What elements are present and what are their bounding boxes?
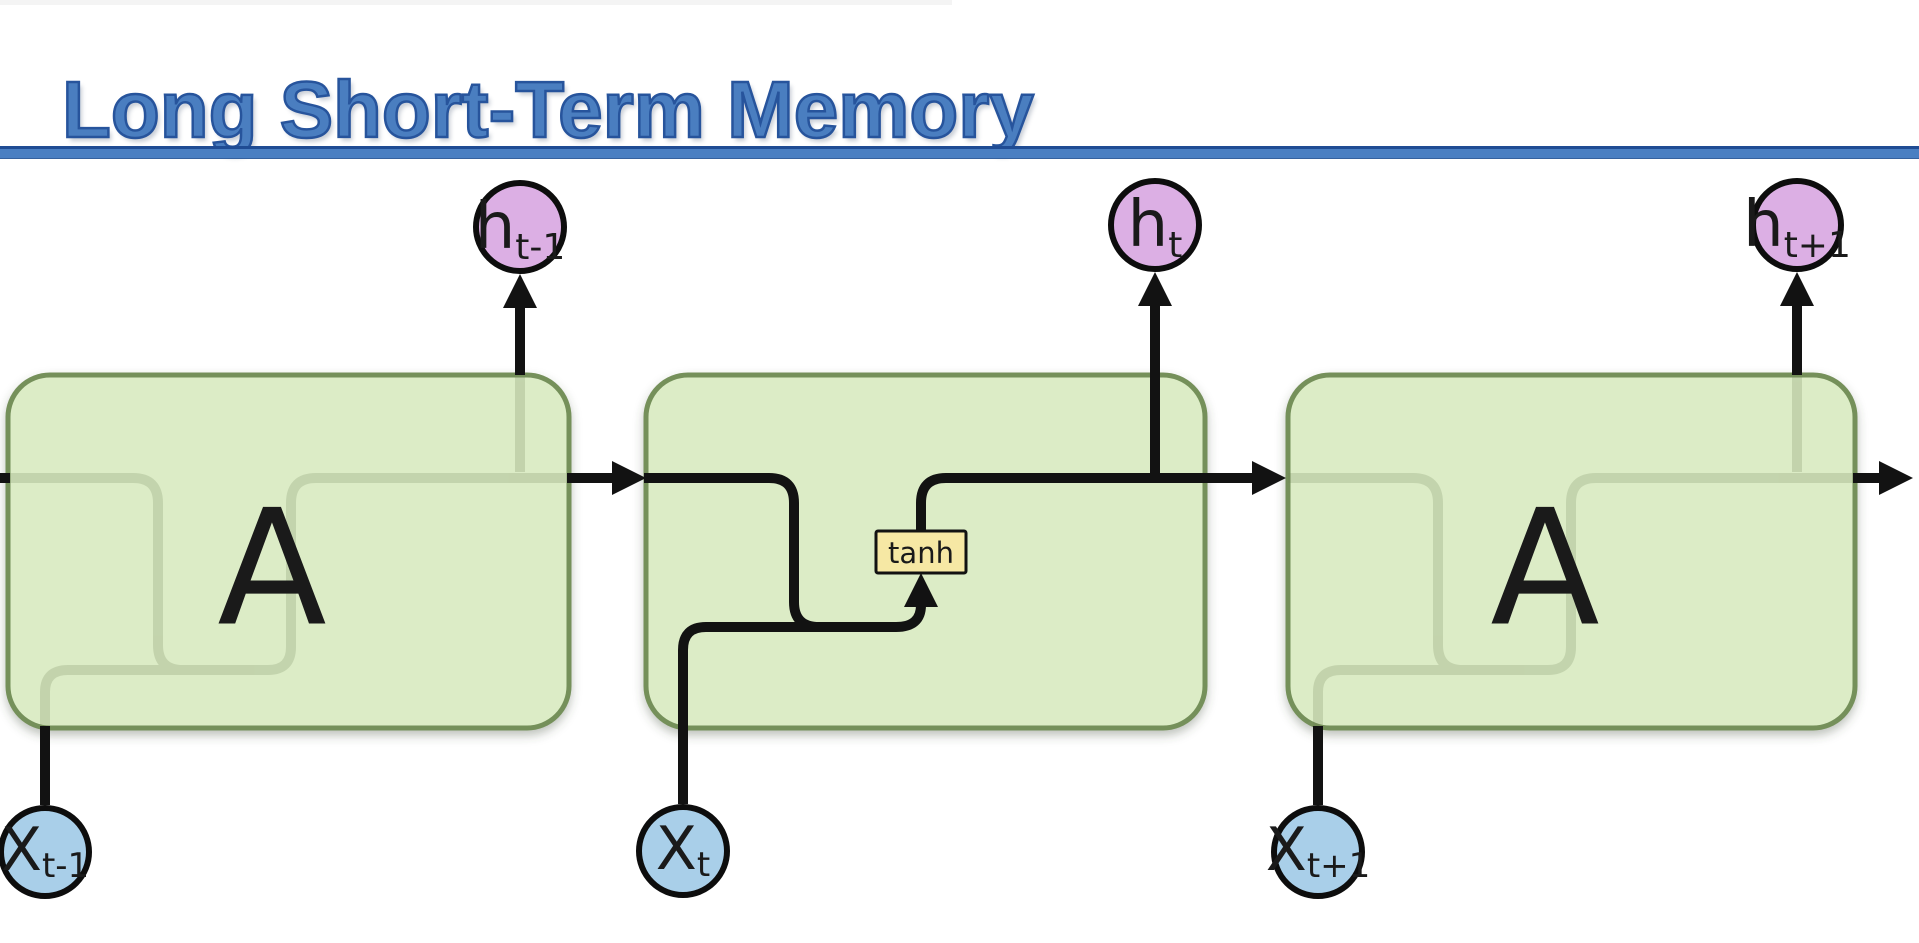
node-x-next-label: Xt+1: [1266, 815, 1371, 886]
tanh-label: tanh: [888, 536, 954, 570]
slide-title: Long Short-Term Memory: [61, 63, 1035, 155]
cell-a-left-label: A: [217, 475, 326, 662]
tanh-box: [874, 529, 968, 575]
ghost-input-path-right: [1313, 665, 1468, 726]
ghost-input-path-left: [40, 665, 188, 726]
connection-lines: [0, 306, 1880, 805]
arrowhead-into-middle: [612, 461, 646, 495]
node-x-cur-label: Xt: [656, 814, 710, 885]
arrowhead-to-h-cur: [1138, 272, 1172, 306]
cell-a-right-label: A: [1490, 475, 1599, 662]
ghost-wiring-right: [1288, 377, 1853, 726]
node-h-cur-label: ht: [1128, 188, 1183, 266]
node-h-next-circle: [1750, 178, 1844, 272]
node-h-next-label: ht+1: [1743, 188, 1851, 266]
arrowhead-to-h-next: [1780, 272, 1814, 306]
node-x-prev-label: Xt-1: [1, 815, 89, 886]
ghost-main-path-left: [8, 473, 566, 675]
top-edge-strip: [0, 0, 952, 5]
ghost-main-path-right: [1288, 473, 1853, 675]
ghost-wiring-left: [8, 377, 566, 726]
arrowhead-into-right: [1252, 461, 1286, 495]
node-x-next-circle: [1271, 805, 1365, 899]
cell-a-right: [1285, 372, 1858, 731]
node-h-prev-label: ht-1: [475, 190, 566, 268]
arrowhead-right-output: [1879, 461, 1913, 495]
cell-a-left: [5, 372, 572, 731]
tanh-output-line: [916, 473, 1252, 532]
node-h-cur-circle: [1108, 178, 1202, 272]
node-h-prev-circle: [473, 180, 567, 274]
arrowhead-to-h-prev: [503, 274, 537, 308]
node-x-prev-circle: [0, 805, 92, 899]
x-t-input-line: [678, 604, 926, 804]
node-x-cur-circle: [636, 804, 730, 898]
arrowhead-into-tanh: [904, 573, 938, 607]
arrowheads: [503, 272, 1913, 607]
title-divider: [0, 146, 1919, 159]
